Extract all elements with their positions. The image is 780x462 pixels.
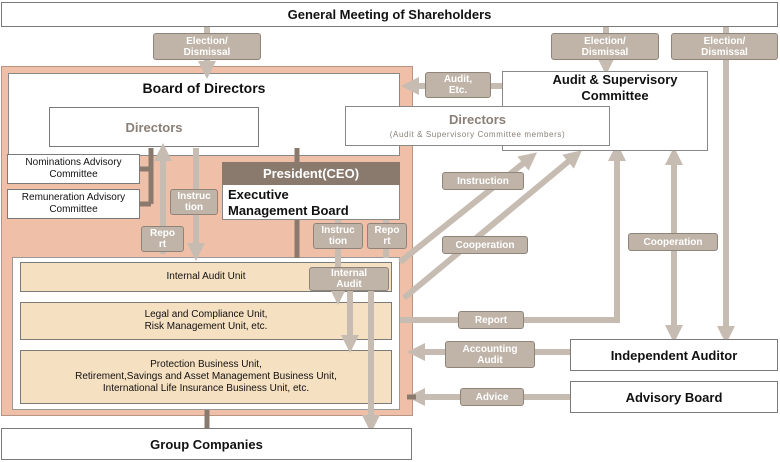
directors-box: Directors [49,107,259,147]
tag-report-left: Repo rt [141,226,184,252]
nominations-committee-box: Nominations Advisory Committee [7,154,140,184]
tag-report-mid: Report [458,311,524,329]
ceo-title-bar: President(CEO) [222,162,400,185]
tag-instruction-diagonal: Instruction [442,172,524,190]
tag-election-mid: Election/ Dismissal [551,33,659,60]
independent-auditor-box: Independent Auditor [570,339,778,371]
tag-election-left: Election/ Dismissal [153,33,261,60]
ceo-title: President(CEO) [262,166,360,181]
legal-compliance-unit: Legal and Compliance Unit, Risk Manageme… [20,302,392,340]
remuneration-committee-box: Remuneration Advisory Committee [7,189,140,219]
group-companies-box: Group Companies [1,428,412,460]
tag-accounting-audit: Accounting Audit [445,341,535,368]
tag-report-ceo: Repo rt [367,223,407,249]
advisory-board-label: Advisory Board [625,389,723,405]
tag-advice: Advice [460,388,524,406]
audit-supervisory-committee-title: Audit & Supervisory Committee [552,72,678,103]
tag-audit-etc: Audit, Etc. [425,72,491,98]
tag-instruction-left: Instruc tion [170,189,218,215]
tag-internal-audit: Internal Audit [309,267,389,291]
audit-committee-directors-label: Directors [448,112,507,127]
tag-cooperation-right: Cooperation [628,233,718,251]
board-of-directors-title: Board of Directors [142,80,266,96]
business-units: Protection Business Unit, Retirement,Sav… [20,350,392,404]
general-meeting-label: General Meeting of Shareholders [287,7,492,22]
group-companies-label: Group Companies [150,436,263,452]
general-meeting-box: General Meeting of Shareholders [1,2,778,27]
directors-label: Directors [125,119,183,135]
advisory-board-box: Advisory Board [570,381,778,413]
audit-committee-directors-sub: (Audit & Supervisory Committee members) [389,130,566,139]
tag-election-right: Election/ Dismissal [671,33,778,60]
independent-auditor-label: Independent Auditor [610,347,738,363]
executive-management-board-label: Executive Management Board [228,187,349,218]
tag-instruction-ceo: Instruc tion [313,223,363,249]
audit-committee-directors-box: Directors (Audit & Supervisory Committee… [345,106,610,146]
tag-cooperation-diagonal: Cooperation [442,236,528,254]
